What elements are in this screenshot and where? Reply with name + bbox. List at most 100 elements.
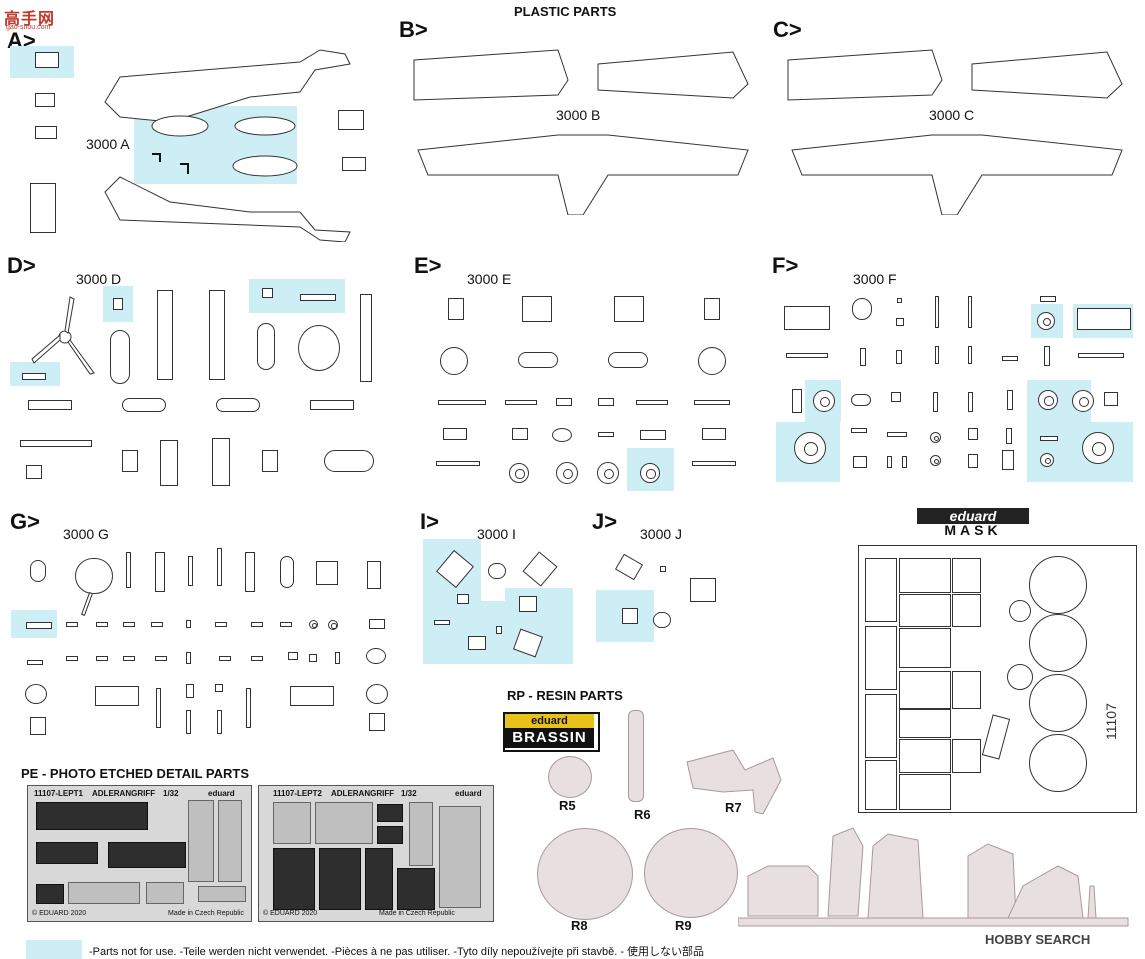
part (360, 294, 372, 382)
part (186, 620, 191, 628)
part (316, 561, 338, 585)
part (30, 717, 46, 735)
part (216, 398, 260, 412)
sprue-letter: F> (772, 253, 799, 278)
part (324, 450, 374, 472)
propeller (31, 296, 95, 375)
logo-sub: gao-shou.com (6, 24, 51, 31)
part (290, 686, 334, 706)
part (1038, 390, 1058, 410)
mask-code: 11107 (1103, 703, 1119, 740)
resin-title: RP - RESIN PARTS (507, 688, 623, 703)
pe-piece (36, 884, 64, 904)
watermark: HOBBY SEARCH (985, 932, 1091, 947)
part (438, 400, 486, 405)
mask-piece (899, 558, 951, 593)
unused-highlight (1027, 422, 1133, 482)
mask-wheel (1029, 614, 1087, 672)
part (933, 392, 938, 412)
sprue-code: 3000 C (929, 107, 975, 123)
part (1078, 353, 1124, 358)
fuselage-halves (104, 49, 351, 242)
mask-piece (981, 714, 1011, 760)
wing-parts (787, 49, 1123, 215)
part (262, 450, 278, 472)
part (636, 400, 668, 405)
part (215, 684, 223, 692)
part (367, 561, 381, 589)
part (440, 347, 468, 375)
part (309, 654, 317, 662)
part (622, 608, 638, 624)
resin-label: R9 (675, 918, 692, 933)
part (1040, 453, 1054, 467)
part (30, 560, 46, 582)
part (598, 432, 614, 437)
part (1044, 346, 1050, 366)
part (614, 553, 644, 581)
part (968, 392, 973, 412)
pe-piece (68, 882, 140, 904)
fret-copyright: © EDUARD 2020 (263, 910, 318, 917)
part (556, 462, 578, 484)
part (1037, 312, 1055, 330)
part (280, 556, 294, 588)
part (694, 400, 730, 405)
sprue-letter: C> (773, 17, 802, 42)
part (852, 298, 872, 320)
part (186, 710, 191, 734)
part (66, 622, 78, 627)
part (518, 352, 558, 368)
brassin-brand: eduard (505, 714, 594, 728)
part (496, 626, 502, 634)
part (522, 551, 558, 587)
part (155, 656, 167, 661)
part (851, 394, 871, 406)
part (288, 652, 298, 660)
part (35, 52, 59, 68)
sprue-code: 3000 J (640, 526, 683, 542)
page-title: PLASTIC PARTS (514, 4, 617, 19)
part (443, 428, 467, 440)
fret-copyright: © EDUARD 2020 (32, 910, 87, 917)
part (692, 461, 736, 466)
part (1104, 392, 1118, 406)
pe-piece (377, 804, 403, 822)
part (22, 373, 46, 380)
mask-piece (865, 760, 897, 810)
resin-part-r6 (628, 710, 644, 802)
part (338, 110, 364, 130)
sprue-code: 3000 D (76, 271, 122, 287)
part (122, 398, 166, 412)
part (1072, 390, 1094, 412)
mask-wheel (1009, 600, 1031, 622)
part (786, 353, 828, 358)
part (300, 294, 336, 301)
mask-wheel (1007, 664, 1033, 690)
mask-piece (952, 739, 981, 773)
part (310, 400, 354, 410)
part (614, 296, 644, 322)
fret-code: 11107-LEPT2 (273, 789, 322, 798)
part (280, 622, 292, 627)
part (436, 461, 480, 466)
wing-parts (413, 49, 749, 215)
sprue-letter: B> (399, 17, 428, 42)
resin-part-r8 (537, 828, 633, 920)
mask-piece (899, 594, 951, 627)
part (792, 389, 802, 413)
part (968, 296, 972, 328)
part (157, 290, 173, 380)
part (902, 456, 907, 468)
part (896, 350, 902, 364)
part (156, 688, 161, 728)
pe-piece (377, 826, 403, 844)
sprue-code: 3000 B (556, 107, 601, 123)
fret-scale: 1/32 (163, 789, 179, 798)
part (113, 298, 123, 310)
part (488, 563, 506, 579)
fret-name: ADLERANGRIFF (92, 789, 156, 798)
mask-piece (899, 628, 951, 668)
part (702, 428, 726, 440)
resin-label: R7 (725, 800, 742, 815)
